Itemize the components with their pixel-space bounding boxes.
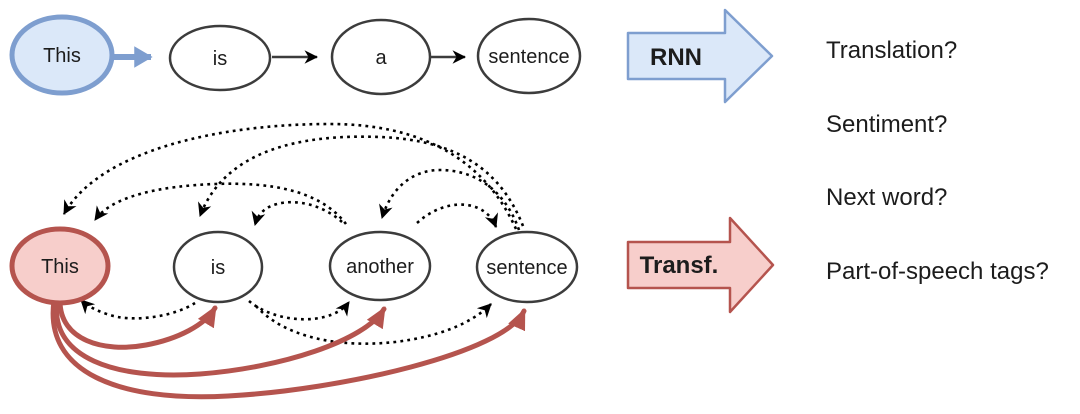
rnn-node-this-label: This	[43, 45, 81, 67]
question-part-of-speech: Part-of-speech tags?	[826, 258, 1049, 285]
rnn-block-arrow-shape	[626, 8, 774, 104]
rnn-block-arrow-label: RNN	[650, 44, 702, 71]
transformer-block-arrow: Transf.	[626, 216, 775, 314]
rnn-sequence-diagram: This is a sentence	[9, 14, 582, 96]
rnn-node-is-label: is	[213, 48, 227, 70]
red-attention-arc-this-to-another	[54, 298, 387, 378]
transformer-node-sentence-label: sentence	[486, 257, 567, 279]
attention-arc-is-to-sentence	[255, 303, 492, 345]
red-attention-arc-this-to-is	[57, 298, 218, 350]
attention-arc-is-to-another	[248, 300, 351, 321]
question-sentiment: Sentiment?	[826, 111, 947, 138]
transformer-node-is	[172, 230, 264, 304]
transformer-node-this-label: This	[41, 256, 79, 278]
rnn-node-sentence-label: sentence	[488, 46, 569, 68]
attention-arc-sentence-to-another	[379, 168, 521, 231]
attention-arc-sentence-to-is	[198, 135, 525, 227]
transformer-node-this	[9, 226, 111, 306]
transformer-attention-diagram: This is another sentence	[9, 122, 579, 400]
transformer-block-arrow-shape	[626, 216, 775, 314]
transformer-node-another-label: another	[346, 256, 414, 278]
rnn-node-a-label: a	[375, 47, 387, 69]
rnn-node-sentence	[476, 17, 582, 95]
attention-arc-is-to-this	[80, 299, 196, 320]
attention-arc-another-to-this	[93, 182, 348, 225]
transformer-node-is-label: is	[211, 257, 225, 279]
attention-arc-another-to-sentence	[416, 203, 499, 228]
task-questions: Translation? Sentiment? Next word? Part-…	[826, 37, 1049, 285]
rnn-node-is	[168, 24, 272, 92]
transformer-node-another	[328, 230, 432, 302]
rnn-node-this	[9, 14, 115, 96]
question-next-word: Next word?	[826, 184, 947, 211]
attention-arc-another-to-is	[251, 200, 343, 227]
question-translation: Translation?	[826, 37, 957, 64]
red-attention-arc-this-to-sentence	[50, 298, 527, 400]
rnn-node-a	[330, 18, 432, 96]
rnn-block-arrow: RNN	[626, 8, 774, 104]
transformer-block-arrow-label: Transf.	[640, 252, 719, 279]
transformer-node-sentence	[475, 230, 579, 304]
attention-arc-sentence-to-this	[62, 122, 518, 230]
